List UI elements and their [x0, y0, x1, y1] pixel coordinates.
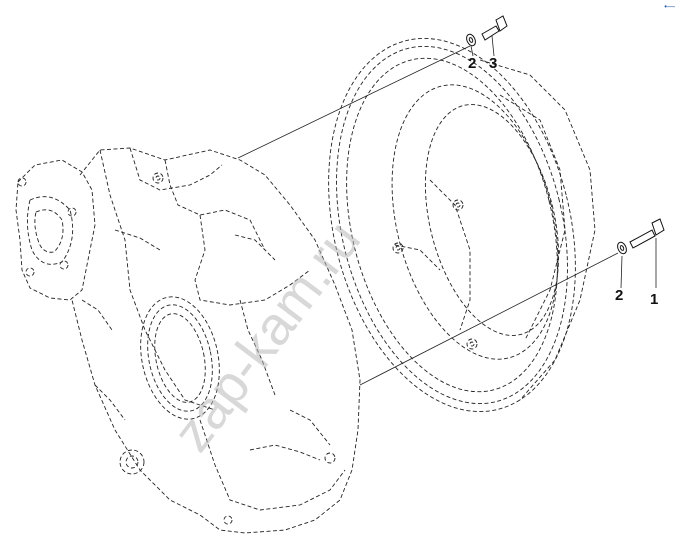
- leader-lines: [470, 35, 657, 289]
- washer-top: [466, 33, 476, 47]
- ring-flange: [328, 37, 596, 413]
- callout-washer-bottom: 2: [615, 287, 623, 304]
- assembly-lines: [237, 45, 619, 386]
- callout-bolt-bottom: 1: [650, 291, 658, 308]
- washer-bottom: [617, 241, 627, 255]
- watermark: zap-kam.ru: [162, 210, 372, 462]
- callout-washer-top: 2: [468, 55, 476, 72]
- callout-bolt-top: 3: [489, 55, 497, 72]
- corner-mark: •—: [664, 2, 675, 11]
- bolt-bottom: [629, 218, 665, 249]
- top-fasteners: [466, 15, 508, 47]
- bolt-top: [481, 15, 508, 41]
- bottom-fasteners: [617, 218, 665, 255]
- transmission-housing: [15, 147, 361, 534]
